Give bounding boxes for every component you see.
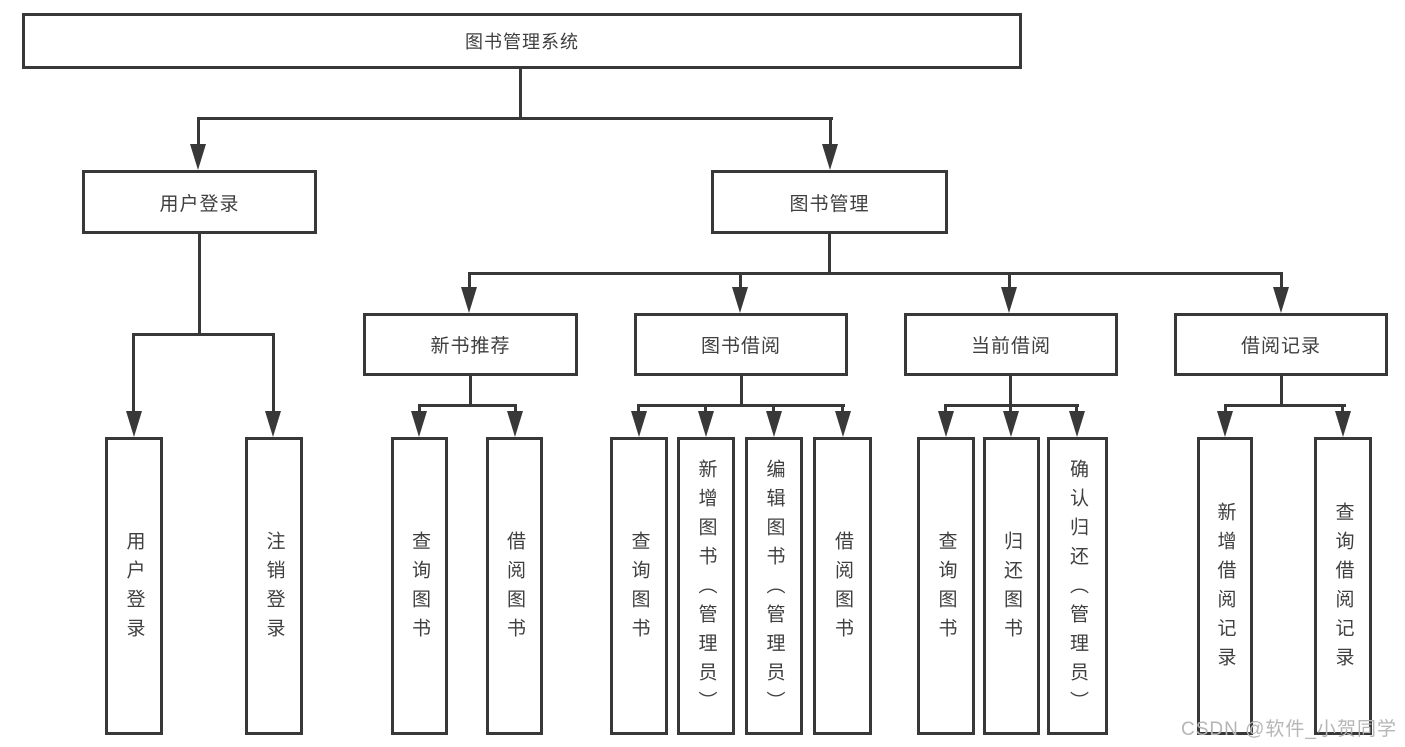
arrow-down-icon (507, 411, 523, 437)
leaf-logout: 注销登录 (245, 437, 303, 735)
connector-line (469, 376, 472, 407)
leaf-query-borrow-record: 查询借阅记录 (1314, 437, 1372, 735)
leaf-borrow-books: 借阅图书 (813, 437, 872, 735)
node-book-management: 图书管理 (711, 170, 948, 234)
arrow-down-icon (835, 411, 851, 437)
connector-line (1280, 376, 1283, 407)
leaf-edit-books-admin: 编辑图书（管理员） (745, 437, 803, 735)
connector-line (1009, 376, 1012, 407)
arrow-down-icon (1217, 411, 1233, 437)
arrow-down-icon (126, 411, 142, 437)
node-borrowing-records: 借阅记录 (1174, 313, 1388, 376)
connector-line (637, 404, 845, 407)
arrow-down-icon (1335, 411, 1351, 437)
arrow-down-icon (1069, 411, 1085, 437)
leaf-borrow-books-recommend: 借阅图书 (486, 437, 543, 735)
leaf-add-books-admin: 新增图书（管理员） (677, 437, 735, 735)
arrow-down-icon (190, 144, 206, 170)
connector-line (197, 117, 200, 147)
connector-line (740, 376, 743, 407)
connector-line (829, 117, 832, 147)
leaf-confirm-return-admin: 确认归还（管理员） (1047, 437, 1108, 735)
connector-line (132, 333, 135, 418)
arrow-down-icon (631, 411, 647, 437)
arrow-down-icon (822, 144, 838, 170)
leaf-user-login: 用户登录 (105, 437, 163, 735)
leaf-add-borrow-record: 新增借阅记录 (1197, 437, 1253, 735)
arrow-down-icon (698, 411, 714, 437)
connector-line (468, 272, 1283, 275)
node-user-login: 用户登录 (82, 170, 317, 234)
arrow-down-icon (1001, 287, 1017, 313)
connector-line (519, 68, 522, 120)
arrow-down-icon (411, 411, 427, 437)
leaf-query-books-recommend: 查询图书 (391, 437, 448, 735)
leaf-query-books-borrow: 查询图书 (610, 437, 668, 735)
connector-line (739, 272, 742, 300)
connector-line (828, 234, 831, 275)
connector-line (418, 404, 517, 407)
arrow-down-icon (732, 287, 748, 313)
arrow-down-icon (461, 287, 477, 313)
connector-line (272, 333, 275, 418)
node-current-borrowing: 当前借阅 (904, 313, 1118, 376)
arrow-down-icon (1273, 287, 1289, 313)
csdn-watermark: CSDN @软件_小贺同学 (1181, 719, 1397, 740)
leaf-return-books: 归还图书 (983, 437, 1040, 735)
connector-line (1224, 404, 1346, 407)
connector-line (468, 272, 471, 300)
arrow-down-icon (938, 411, 954, 437)
node-new-book-recommendation: 新书推荐 (363, 313, 578, 376)
connector-line (132, 333, 275, 336)
arrow-down-icon (265, 411, 281, 437)
leaf-query-books-current: 查询图书 (917, 437, 975, 735)
connector-line (1280, 272, 1283, 300)
connector-line (198, 234, 201, 336)
arrow-down-icon (1003, 411, 1019, 437)
connector-line (197, 117, 833, 120)
arrow-down-icon (766, 411, 782, 437)
node-library-management-system: 图书管理系统 (22, 13, 1022, 69)
node-book-borrowing: 图书借阅 (634, 313, 848, 376)
connector-line (1008, 272, 1011, 300)
